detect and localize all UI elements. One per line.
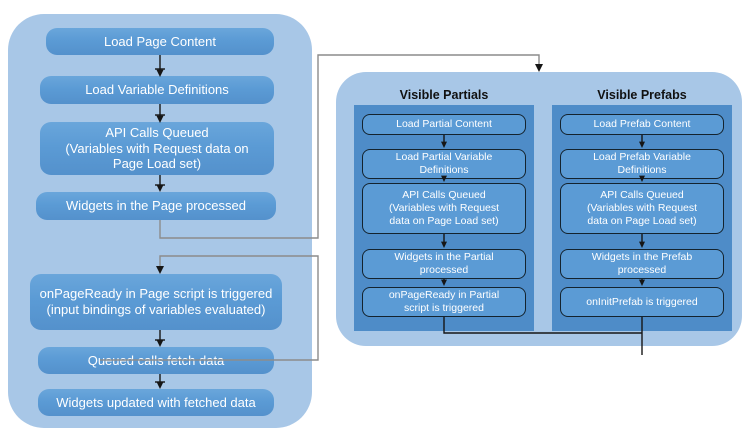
process-box-load-variable-definitions[interactable]: Load Variable Definitions — [40, 76, 274, 104]
visible-partials-header: Visible Partials — [399, 88, 489, 102]
process-box-load-page-content[interactable]: Load Page Content — [46, 28, 274, 55]
process-box-onpageready-page-script[interactable]: onPageReady in Page script is triggered(… — [30, 274, 282, 330]
process-box-widgets-in-page-processed[interactable]: Widgets in the Page processed — [36, 192, 276, 220]
process-box-queued-calls-fetch-data[interactable]: Queued calls fetch data — [38, 347, 274, 374]
visible-prefabs-header: Visible Prefabs — [597, 88, 687, 102]
process-box-api-calls-queued[interactable]: API Calls Queued(Variables with Request … — [40, 122, 274, 175]
process-box-widgets-updated-fetched-data[interactable]: Widgets updated with fetched data — [38, 389, 274, 416]
process-box-load-partial-content[interactable]: Load Partial Content — [362, 114, 526, 135]
process-box-oninitprefab-triggered[interactable]: onInitPrefab is triggered — [560, 287, 724, 317]
process-box-load-prefab-content[interactable]: Load Prefab Content — [560, 114, 724, 135]
